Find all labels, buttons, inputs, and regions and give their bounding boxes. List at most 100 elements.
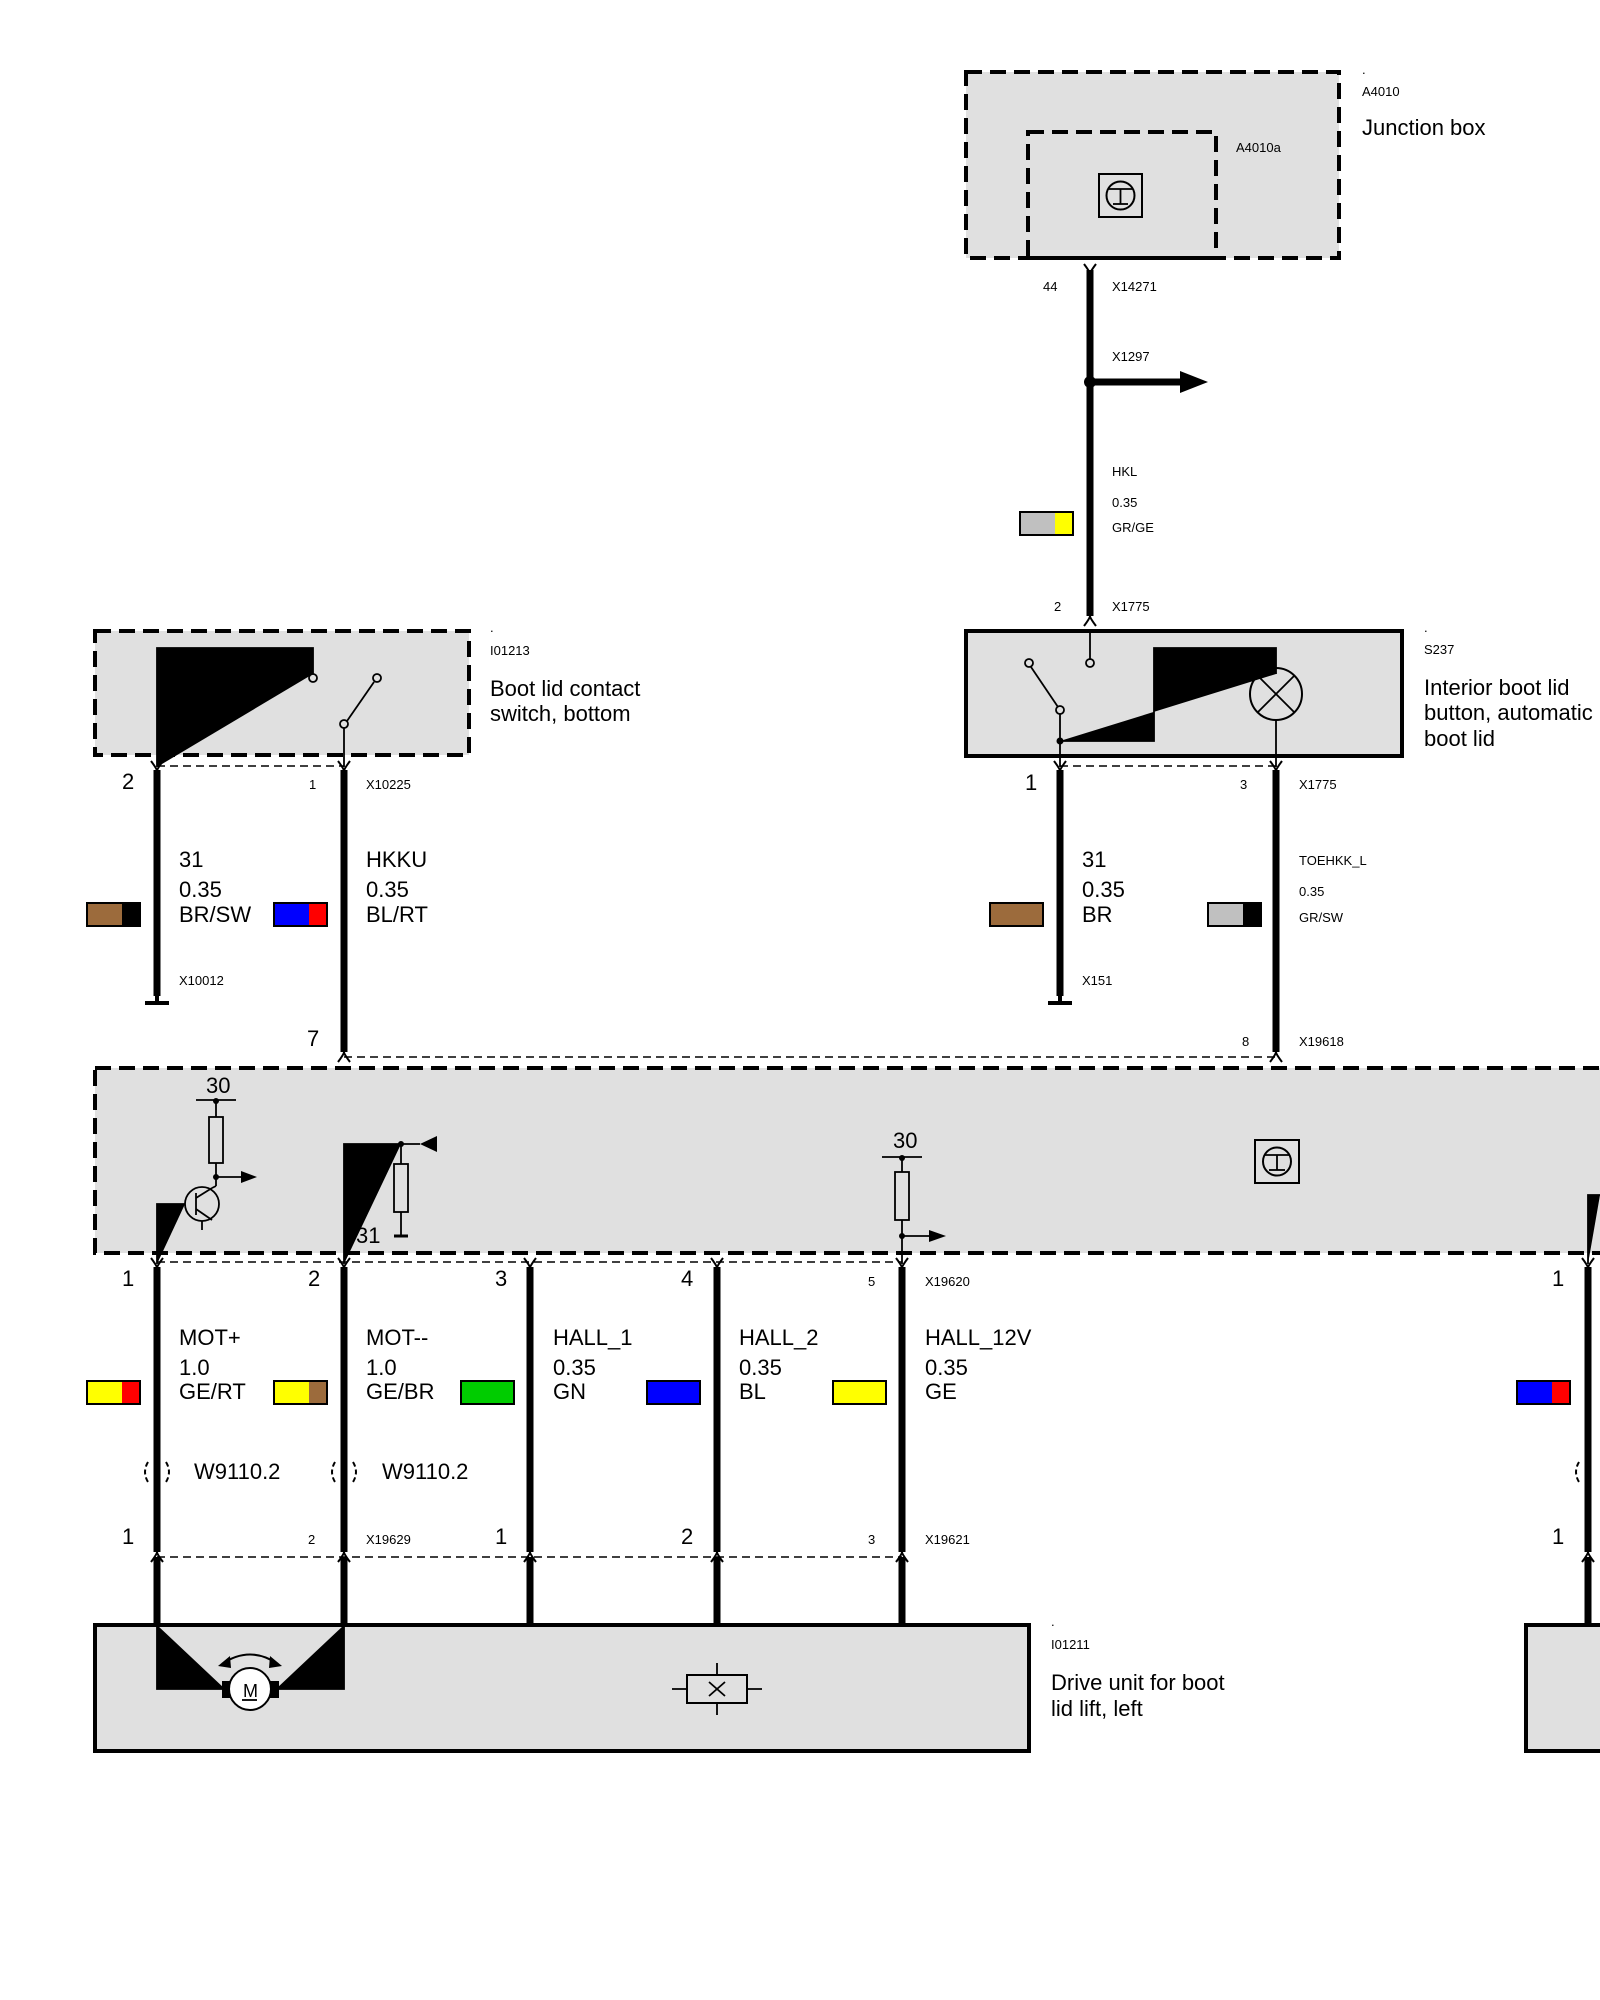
i01211-title-2: lid lift, left [1051,1696,1143,1721]
w31b-color: BR [1082,902,1113,927]
motm-color: GE/BR [366,1379,434,1404]
ground-31: 31 [356,1223,380,1248]
s237-title-1: Interior boot lid [1424,675,1570,700]
hall2-size: 0.35 [739,1355,782,1380]
hkku-color: BL/RT [366,902,428,927]
pin-1: 1 [122,1524,134,1549]
pin-1: 1 [1552,1266,1564,1291]
w31a-color: BR/SW [179,902,251,927]
transistor-driver: 30 [156,1073,257,1264]
i01211-dot: . [1051,1614,1055,1629]
i01213-code: I01213 [490,643,530,658]
pullup-network: 31 [343,1136,437,1264]
arrow-right-icon [1180,371,1208,393]
pin-2: 2 [308,1532,315,1547]
contact-switch-i01213: . I01213 Boot lid contact switch, bottom [93,620,640,767]
w31a-size: 0.35 [179,877,222,902]
motp-signal: MOT+ [179,1325,241,1350]
right-partial-component [1524,1623,1600,1753]
a4010a-code: A4010a [1236,140,1282,155]
conn-x1297: X1297 [1112,349,1150,364]
hall1-size: 0.35 [553,1355,596,1380]
color-swatch-bl-rt [1516,1380,1571,1405]
right-partial-wire: 1 1 [1516,1257,1600,1753]
motp-color: GE/RT [179,1379,246,1404]
hall12-size: 0.35 [925,1355,968,1380]
arrow-right-icon [929,1230,946,1242]
wire-mot-minus: 2 MOT-- 1.0 GE/BR W9110.2 2 X19629 [273,1257,468,1625]
hall-supply: 30 [882,1128,946,1264]
hall2-color: BL [739,1379,766,1404]
color-swatch-bl [646,1380,701,1405]
toehkk-size: 0.35 [1299,884,1324,899]
supply-30-a: 30 [206,1073,230,1098]
color-swatch-br-sw [86,902,141,927]
harness-bracket-icon [144,1461,170,1483]
color-swatch-br [989,902,1044,927]
wire-hall-12v: 5 X19620 HALL_12V 0.35 GE 3 X19621 [832,1257,1032,1625]
w31b-size: 0.35 [1082,877,1125,902]
control-unit-icon [1098,173,1143,218]
i01213-title-1: Boot lid contact [490,676,640,701]
conn-x19629: X19629 [366,1532,411,1547]
pin-1: 1 [122,1266,134,1291]
motm-signal: MOT-- [366,1325,428,1350]
wire-mot-plus: 1 MOT+ 1.0 GE/RT W9110.2 1 [86,1257,280,1625]
pin-44: 44 [1043,279,1057,294]
wire-31-br-sw: 2 31 0.35 BR/SW X10012 [86,760,344,1005]
supply-30-b: 30 [893,1128,917,1153]
wire-hkku: 1 X10225 HKKU 0.35 BL/RT 7 [273,760,1276,1063]
svg-text:M: M [243,1681,258,1701]
s237-dot: . [1424,620,1428,635]
a4010-dot: . [1362,62,1366,77]
junction-box-outline [964,70,1341,260]
conn-x1775: X1775 [1112,599,1150,614]
i01213-dot: . [490,620,494,635]
conn-x19621: X19621 [925,1532,970,1547]
pin-1: 1 [495,1524,507,1549]
pin-2: 2 [1054,599,1061,614]
s237-title-3: boot lid [1424,726,1495,751]
s237-title-2: button, automatic [1424,700,1593,725]
switch-contact [346,681,375,722]
wire-hkl: 44 X14271 X1297 HKL 0.35 GR/GE 2 X1775 [1019,263,1208,627]
control-module-outline [93,1066,1600,1255]
junction-box-a4010: . A4010 Junction box A4010a [964,62,1486,260]
switch-contact [1030,666,1059,708]
wire-hall-1: 3 HALL_1 0.35 GN 1 [460,1257,633,1625]
hall1-color: GN [553,1379,586,1404]
motor-icon: M [156,1625,345,1711]
a4010-title: Junction box [1362,115,1486,140]
hall12-color: GE [925,1379,957,1404]
pin-1: 1 [1552,1524,1564,1549]
pin-4: 4 [681,1266,693,1291]
i01213-title-2: switch, bottom [490,701,631,726]
hkl-color: GR/GE [1112,520,1154,535]
control-module: 30 31 [93,1066,1600,1264]
color-swatch-gn [460,1380,515,1405]
toehkk-signal: TOEHKK_L [1299,853,1367,868]
wire-31-br: 1 31 0.35 BR X151 [989,760,1276,1005]
pin-3: 3 [1240,777,1247,792]
motm-size: 1.0 [366,1355,397,1380]
motp-size: 1.0 [179,1355,210,1380]
pin-2: 2 [122,769,134,794]
color-swatch-ge [832,1380,887,1405]
hkku-size: 0.35 [366,877,409,902]
hall12-signal: HALL_12V [925,1325,1032,1350]
conn-x151: X151 [1082,973,1112,988]
harness-bracket-icon [331,1461,357,1483]
pin-7: 7 [307,1026,319,1051]
pin-3: 3 [868,1532,875,1547]
conn-x14271: X14271 [1112,279,1157,294]
pin-1: 1 [309,777,316,792]
pin-8: 8 [1242,1034,1249,1049]
pin-3: 3 [495,1266,507,1291]
a4010-code: A4010 [1362,84,1400,99]
button-s237: . S237 Interior boot lid button, automat… [964,620,1593,767]
junction-box-submodule [1026,130,1218,260]
color-swatch-ge-rt [86,1380,141,1405]
pin-2: 2 [681,1524,693,1549]
conn-x1775-bottom: X1775 [1299,777,1337,792]
